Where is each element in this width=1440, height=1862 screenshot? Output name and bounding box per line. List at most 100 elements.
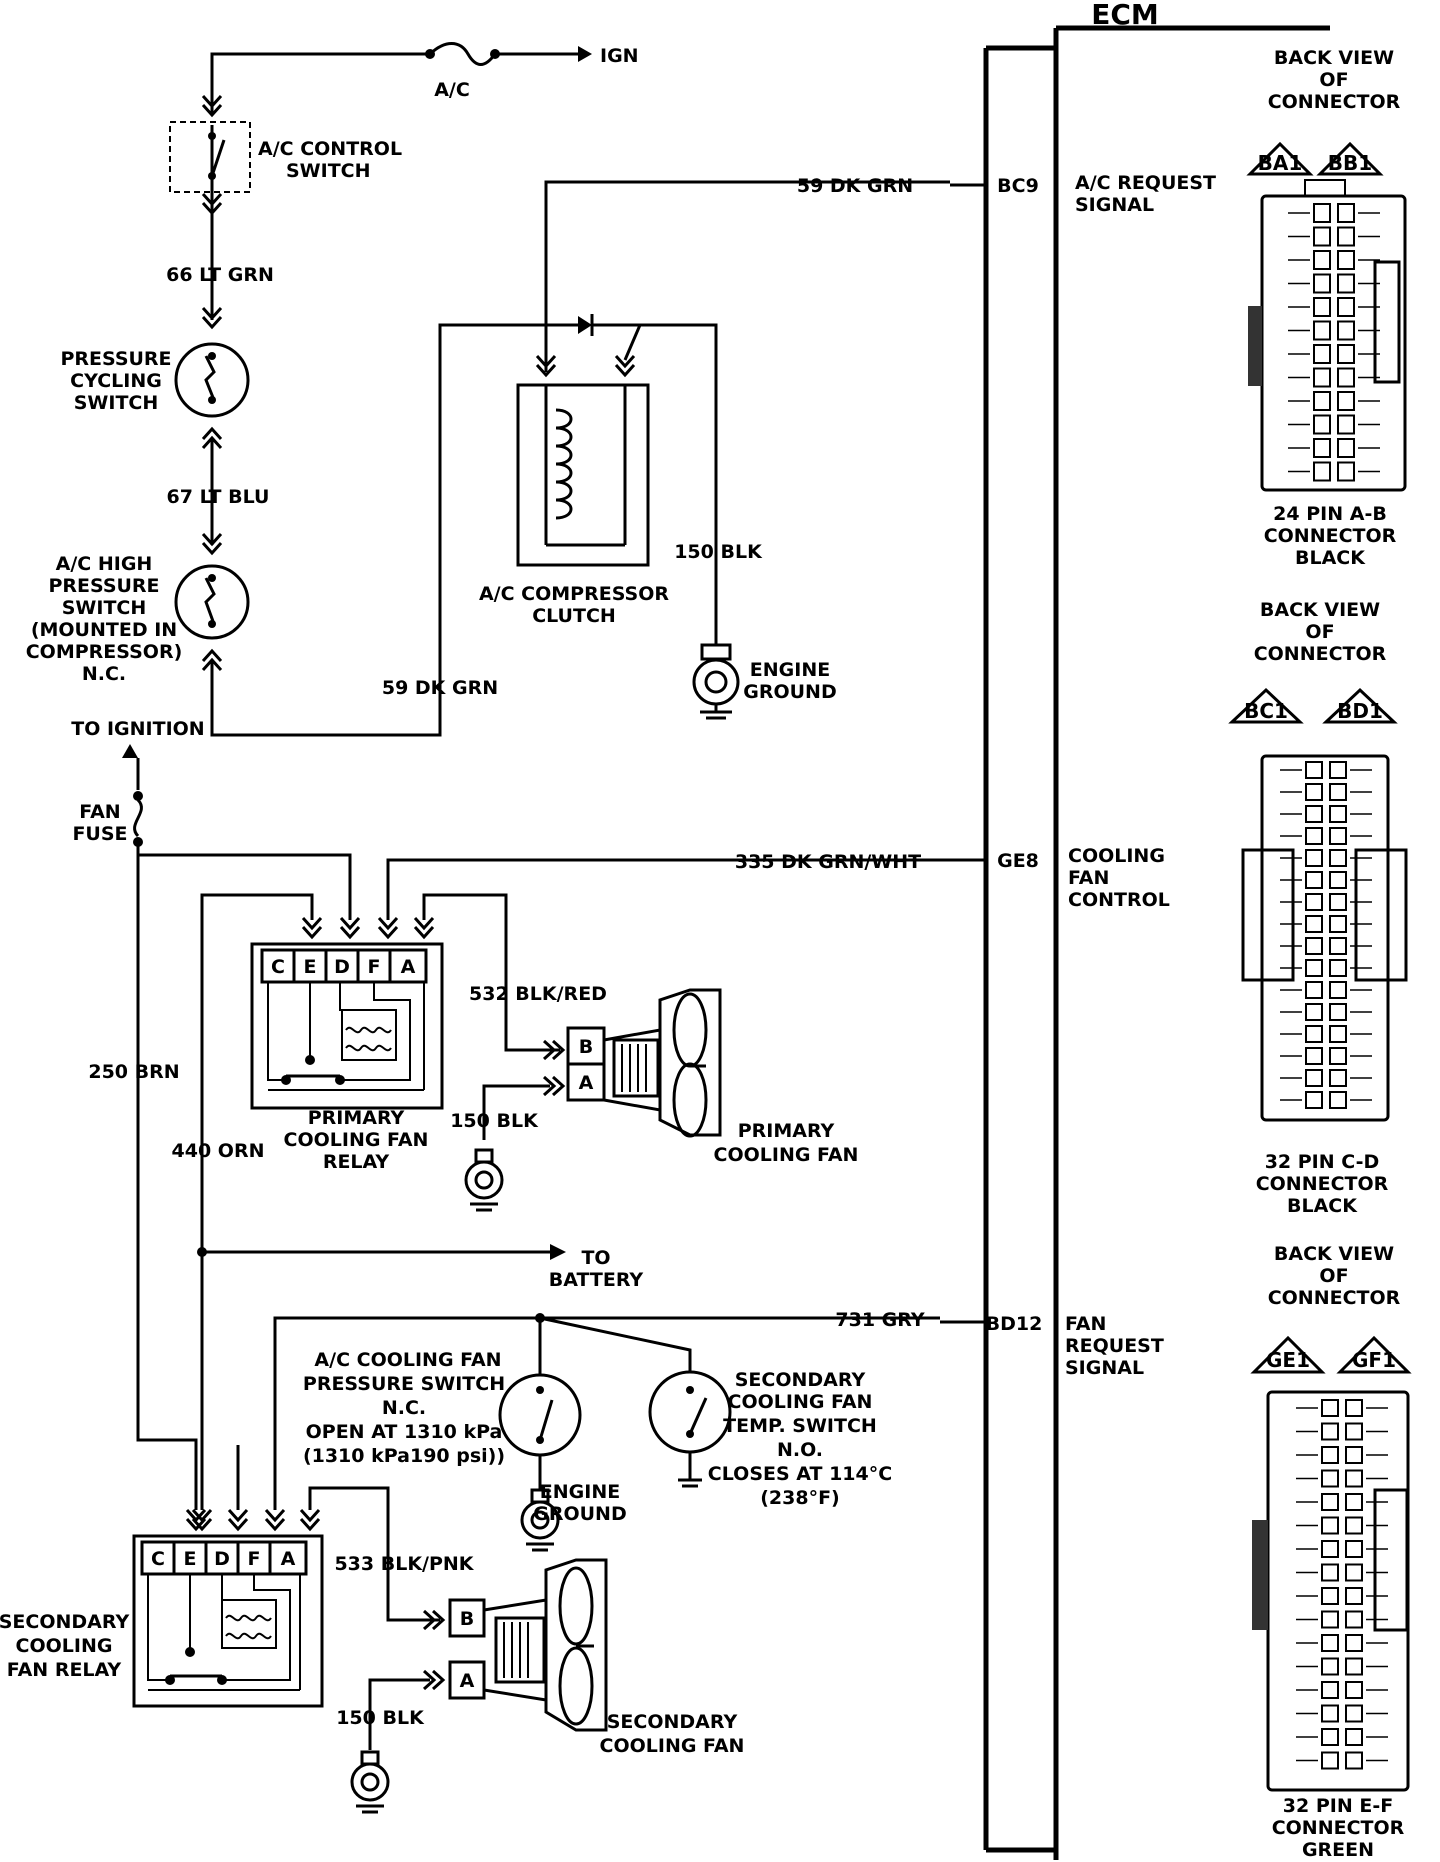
secondary-relay-pin-d: D — [214, 1548, 230, 1570]
temp-switch-label-line2: COOLING FAN — [728, 1391, 873, 1413]
connector-pin — [1305, 1091, 1323, 1109]
signal-cooling-fan-line2: FAN — [1068, 867, 1109, 889]
connector-pin — [1345, 1540, 1363, 1558]
secondary-relay-label-line2: COOLING — [16, 1635, 113, 1657]
to-ignition-label: TO IGNITION — [71, 718, 204, 740]
connector-tag-bb1: BB1 — [1328, 151, 1372, 175]
connector-pin — [1345, 1634, 1363, 1652]
secondary-relay-pin-f: F — [248, 1548, 261, 1570]
connector-header-line3: CONNECTOR — [1268, 1287, 1401, 1309]
primary-relay-label-line3: RELAY — [323, 1151, 390, 1173]
connector-pin — [1345, 1681, 1363, 1699]
hp-switch-label-line3: SWITCH — [62, 597, 147, 619]
signal-cooling-fan-line3: CONTROL — [1068, 889, 1170, 911]
secondary-relay-pin-a: A — [281, 1548, 296, 1570]
wire-label-533: 533 BLK/PNK — [334, 1553, 474, 1575]
ac-pressure-switch-label-line3: N.C. — [382, 1397, 426, 1419]
fan-fuse: TO IGNITION FAN FUSE — [71, 718, 205, 847]
engine-ground-1-line1: ENGINE — [750, 659, 830, 681]
connector-pin — [1305, 805, 1323, 823]
connector-pin — [1329, 783, 1347, 801]
connector-pin — [1329, 915, 1347, 933]
connector-32pin-ef: BACK VIEW OF CONNECTOR GE1 GF1 32 PIN E-… — [1250, 1243, 1412, 1861]
connector-pin — [1313, 226, 1331, 247]
temp-switch-label-line6: (238°F) — [760, 1487, 840, 1509]
secondary-relay-pin-c: C — [151, 1548, 165, 1570]
connector-pin — [1345, 1587, 1363, 1605]
clutch-label-line1: A/C COMPRESSOR — [479, 583, 669, 605]
ac-control-switch-label-line1: A/C CONTROL — [258, 138, 402, 160]
primary-relay-pin-e: E — [304, 956, 317, 978]
wire-label-532: 532 BLK/RED — [469, 983, 607, 1005]
connector-pin — [1305, 959, 1323, 977]
connector-pin — [1329, 893, 1347, 911]
connector-24pin-ab: BACK VIEW OF CONNECTOR BA1 BB1 24 PIN A-… — [1246, 47, 1407, 569]
signal-ac-request-line2: SIGNAL — [1075, 194, 1154, 216]
connector-pin — [1337, 320, 1355, 341]
connector-pin — [1329, 1091, 1347, 1109]
clutch-label-line2: CLUTCH — [532, 605, 616, 627]
connector-pin — [1313, 414, 1331, 435]
connector-pin — [1313, 367, 1331, 388]
connector-pin — [1329, 1069, 1347, 1087]
connector-pin — [1329, 849, 1347, 867]
connector-pin — [1337, 203, 1355, 223]
signal-fan-request-line3: SIGNAL — [1065, 1357, 1144, 1379]
engine-ground-2-line2: GROUND — [533, 1503, 626, 1525]
connector-pin — [1345, 1446, 1363, 1464]
connector-tag-gf1: GF1 — [1352, 1348, 1396, 1372]
connector-pin — [1329, 1003, 1347, 1021]
connector-pin — [1329, 761, 1347, 779]
connector-caption-line2: CONNECTOR — [1272, 1817, 1405, 1839]
pressure-cycling-label-line1: PRESSURE — [60, 348, 171, 370]
ac-compressor-clutch: A/C COMPRESSOR CLUTCH — [479, 314, 669, 627]
connector-caption-line1: 24 PIN A-B — [1273, 503, 1387, 525]
signal-fan-request-line2: REQUEST — [1065, 1335, 1164, 1357]
connector-caption-line3: BLACK — [1287, 1195, 1358, 1217]
connector-pin — [1329, 937, 1347, 955]
connector-pin — [1321, 1446, 1339, 1464]
ac-pressure-switch-label-line1: A/C COOLING FAN — [314, 1349, 501, 1371]
fan-fuse-label-line1: FAN — [79, 801, 120, 823]
connector-tag-ba1: BA1 — [1258, 151, 1303, 175]
connector-header-line2: OF — [1319, 1265, 1348, 1287]
secondary-fan-label-line1: SECONDARY — [607, 1711, 738, 1733]
connector-pin — [1313, 344, 1331, 364]
hp-switch-label-line4: (MOUNTED IN — [31, 619, 177, 641]
engine-ground-secondary — [350, 1750, 390, 1814]
signal-fan-request-line1: FAN — [1065, 1313, 1106, 1335]
connector-pin — [1329, 981, 1347, 999]
primary-fan-pin-b: B — [579, 1036, 593, 1058]
connector-pin — [1337, 391, 1355, 411]
connector-caption-line1: 32 PIN E-F — [1283, 1795, 1393, 1817]
ac-fuse-ign-circuit: A/C IGN — [210, 42, 639, 115]
ecm-block: ECM — [983, 0, 1330, 1860]
wire-label-150-clutch: 150 BLK — [674, 541, 763, 563]
secondary-relay-pin-e: E — [184, 1548, 197, 1570]
connector-pin — [1345, 1563, 1363, 1582]
connector-pin — [1329, 1025, 1347, 1043]
connector-pin — [1305, 1003, 1323, 1021]
engine-ground-primary — [464, 1148, 504, 1212]
connector-pin — [1337, 226, 1355, 247]
wire-label-66: 66 LT GRN — [166, 264, 274, 286]
connector-pin — [1321, 1634, 1339, 1652]
hp-switch-label-line5: COMPRESSOR) — [26, 641, 183, 663]
ac-control-switch-label-line2: SWITCH — [286, 160, 371, 182]
connector-pin — [1313, 273, 1331, 294]
connector-header-line2: OF — [1305, 621, 1334, 643]
connector-caption-line3: GREEN — [1302, 1839, 1374, 1861]
connector-header-line1: BACK VIEW — [1274, 47, 1394, 69]
pressure-cycling-label-line2: CYCLING — [70, 370, 162, 392]
pressure-cycling-label-line3: SWITCH — [74, 392, 159, 414]
connector-pin — [1321, 1469, 1339, 1488]
signal-cooling-fan-line1: COOLING — [1068, 845, 1165, 867]
hp-switch-label-line2: PRESSURE — [48, 575, 159, 597]
connector-header-line2: OF — [1319, 69, 1348, 91]
wire-label-150-primary: 150 BLK — [450, 1110, 539, 1132]
connector-pin — [1305, 783, 1323, 801]
connector-pin — [1321, 1751, 1339, 1770]
connector-pin — [1321, 1563, 1339, 1582]
ac-pressure-switch-label-line5: (1310 kPa190 psi)) — [303, 1445, 505, 1467]
